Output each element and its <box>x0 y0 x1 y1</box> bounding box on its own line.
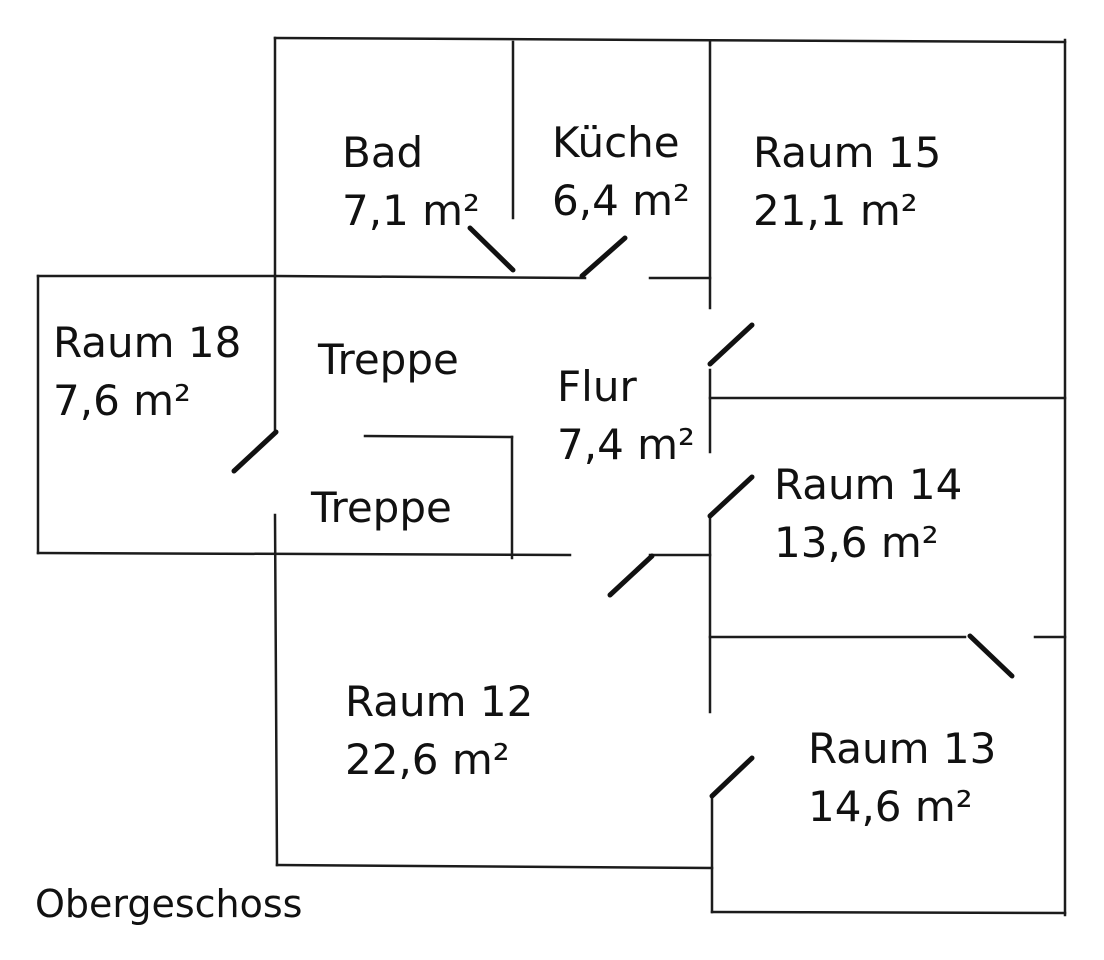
room-label-raum15: Raum 15 21,1 m² <box>753 124 941 240</box>
door-raum15 <box>707 322 755 367</box>
room-name: Raum 18 <box>53 318 242 367</box>
room-name: Flur <box>557 362 637 411</box>
room-name: Raum 14 <box>774 460 963 509</box>
room-name: Küche <box>552 118 680 167</box>
wall-bottom-left <box>275 863 714 870</box>
wall-raum18-bottom <box>36 551 572 557</box>
doors <box>231 225 1015 799</box>
room-label-kueche: Küche 6,4 m² <box>552 114 690 230</box>
wall-bottom-right <box>710 910 1067 915</box>
room-label-treppe-unten: Treppe <box>311 479 452 537</box>
door-raum14 <box>707 474 755 519</box>
room-name: Treppe <box>318 335 459 384</box>
room-label-raum14: Raum 14 13,6 m² <box>774 456 962 572</box>
door-raum12 <box>607 553 655 598</box>
room-label-bad: Bad 7,1 m² <box>342 124 480 240</box>
room-label-raum12: Raum 12 22,6 m² <box>345 673 533 789</box>
room-name: Bad <box>342 128 424 177</box>
wall-left-lower <box>273 513 279 867</box>
door-raum18 <box>231 429 279 474</box>
door-raum13-side <box>967 633 1015 679</box>
room-name: Raum 15 <box>753 128 942 177</box>
door-kueche <box>579 235 628 279</box>
room-area: 22,6 m² <box>345 735 510 784</box>
room-area: 14,6 m² <box>808 782 973 831</box>
room-area: 6,4 m² <box>552 176 690 225</box>
wall-stair-top <box>363 434 514 439</box>
room-area: 21,1 m² <box>753 186 918 235</box>
wall-top <box>273 36 1067 44</box>
room-label-treppe-oben: Treppe <box>318 331 459 389</box>
room-area: 7,6 m² <box>53 376 191 425</box>
floor-label: Obergeschoss <box>35 882 303 926</box>
wall-bathroom-bottom-left <box>273 274 587 280</box>
room-label-raum13: Raum 13 14,6 m² <box>808 720 996 836</box>
room-name: Raum 12 <box>345 677 534 726</box>
room-area: 7,4 m² <box>557 420 695 469</box>
room-label-flur: Flur 7,4 m² <box>557 358 695 474</box>
room-area: 7,1 m² <box>342 186 480 235</box>
door-bad <box>467 225 516 273</box>
walls <box>36 36 1067 917</box>
room-name: Treppe <box>311 483 452 532</box>
room-label-raum18: Raum 18 7,6 m² <box>53 314 241 430</box>
door-raum13 <box>709 755 755 799</box>
room-name: Raum 13 <box>808 724 997 773</box>
room-area: 13,6 m² <box>774 518 939 567</box>
